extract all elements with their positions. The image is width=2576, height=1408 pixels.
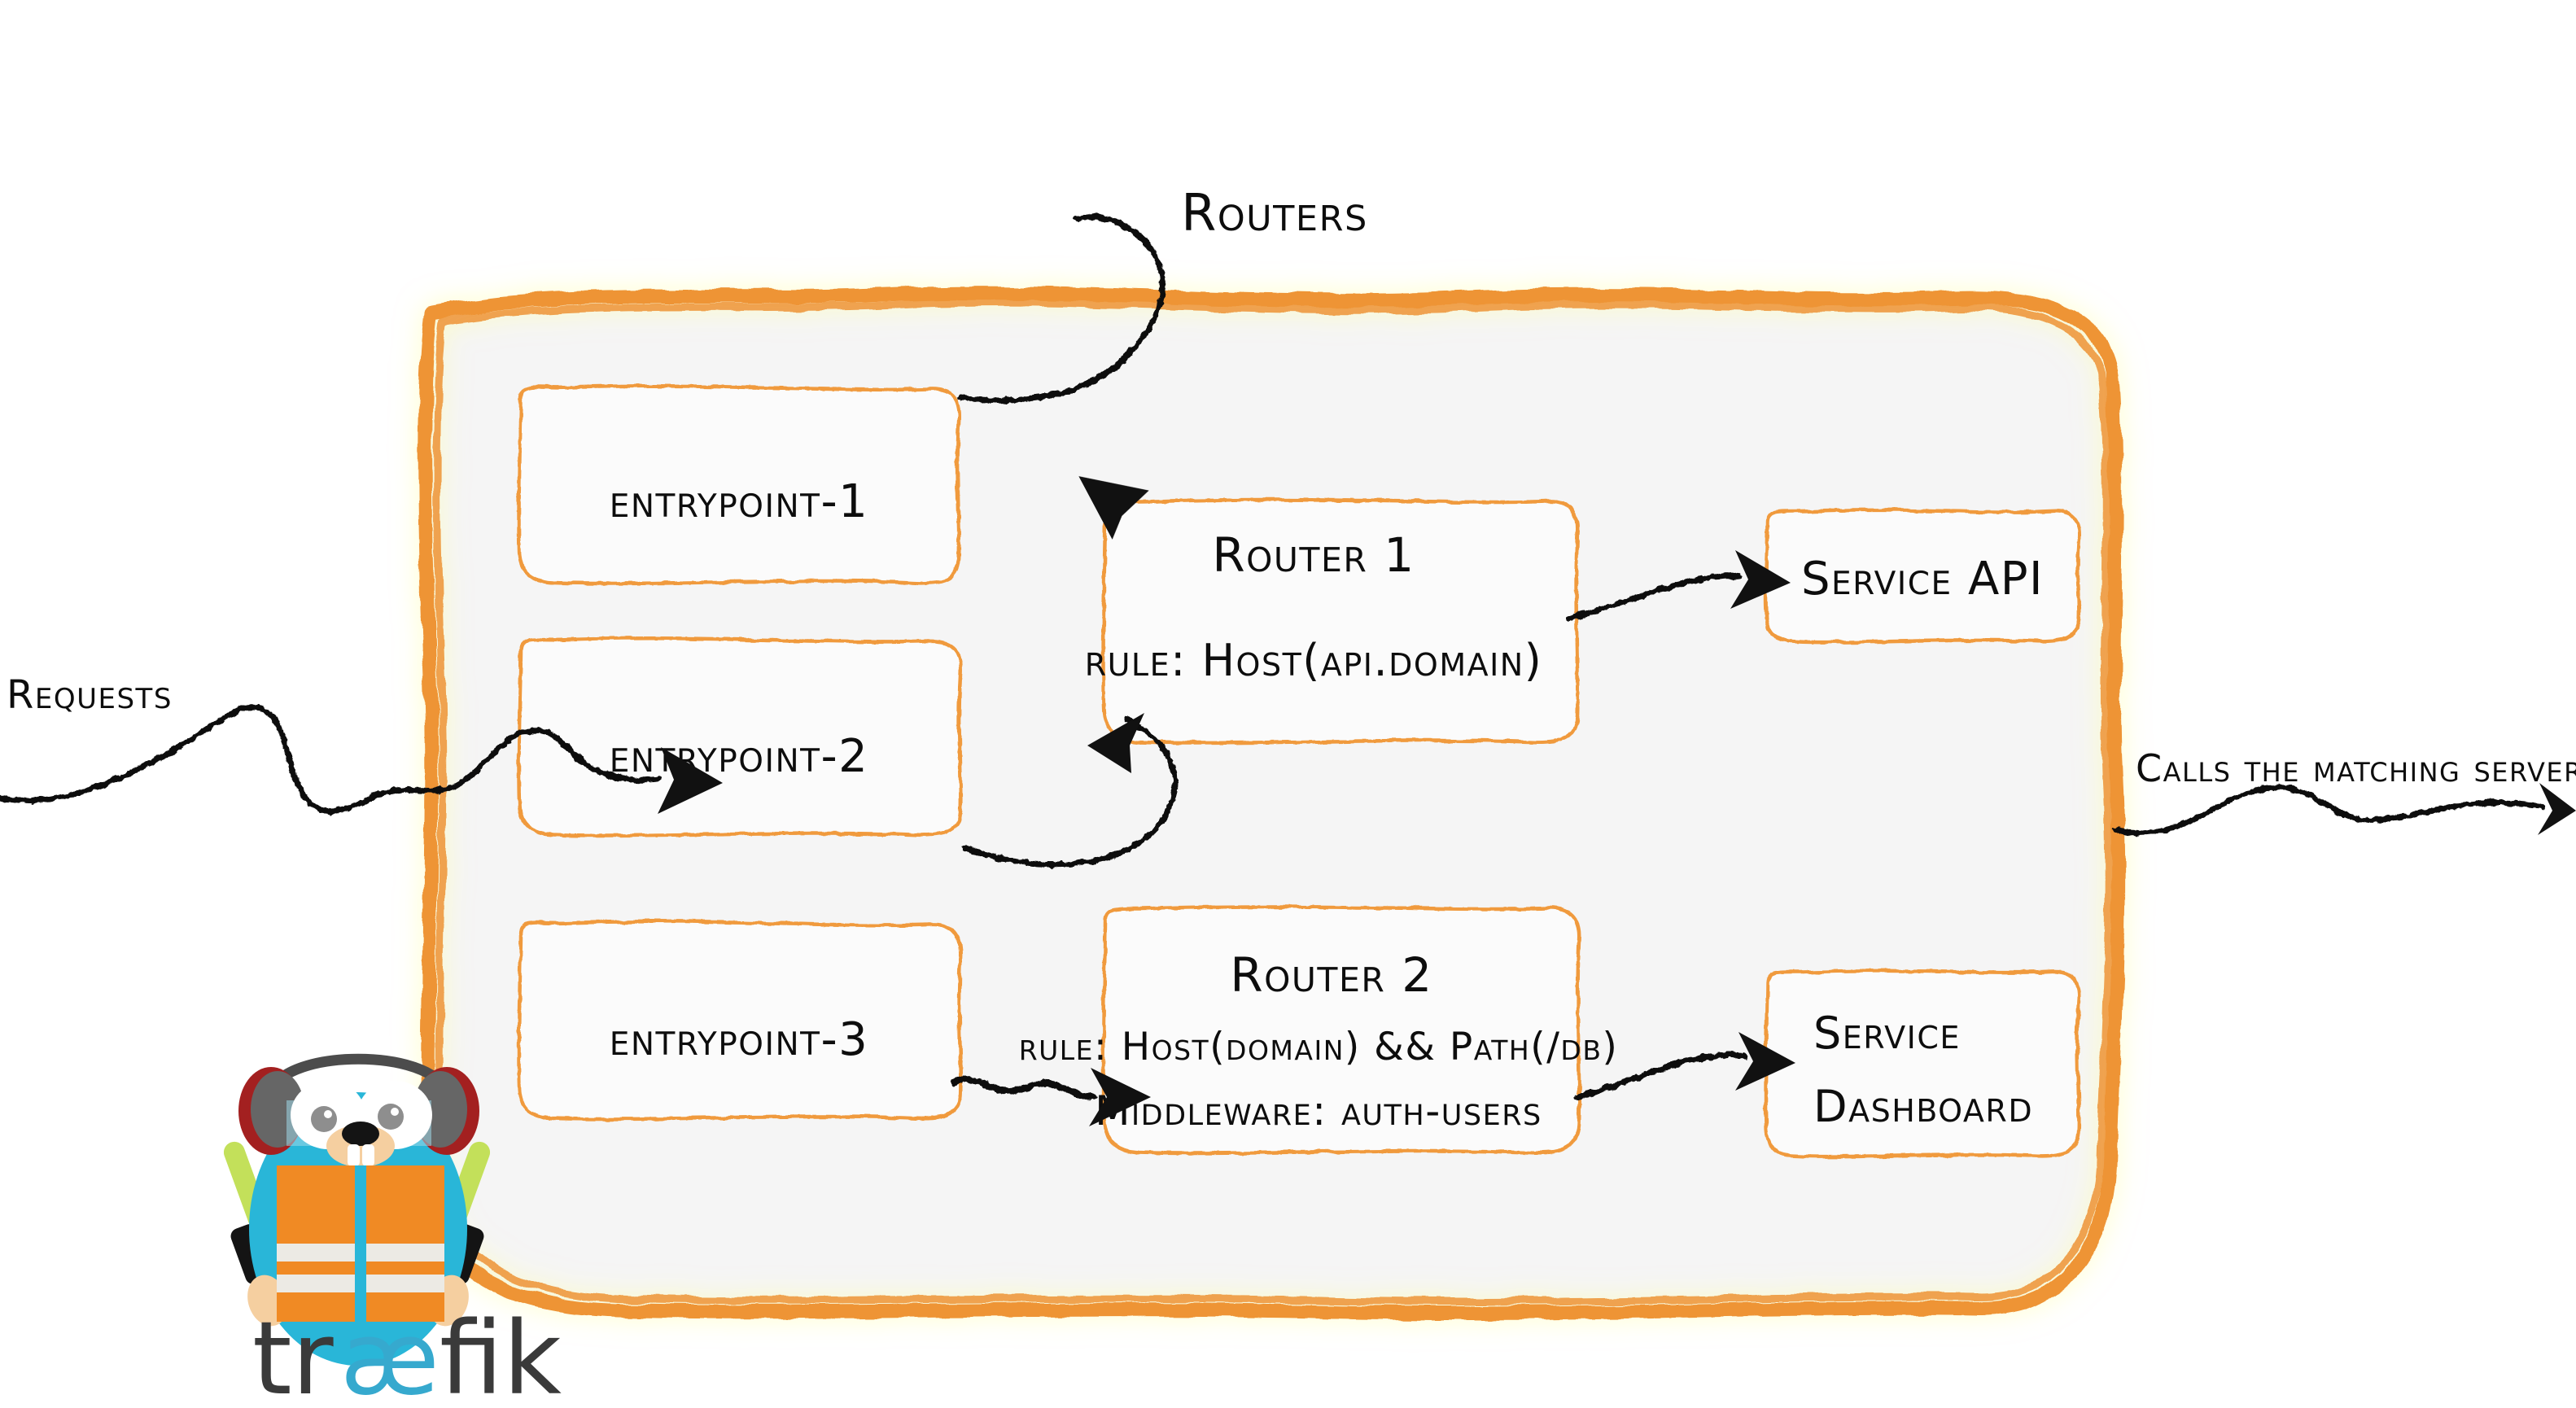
router-1-rule: rule: Host(api.domain)	[1085, 635, 1543, 686]
page-title: Routers	[1181, 183, 1368, 243]
router-2-name: Router 2	[1230, 947, 1432, 1003]
entrypoint-3-box[interactable]: entrypoint-3	[517, 920, 963, 1122]
entrypoint-2-label: entrypoint-2	[610, 730, 869, 783]
wordmark-post: fik	[440, 1301, 562, 1408]
service-dashboard-label-line1: Service	[1813, 1008, 1961, 1059]
entrypoint3-to-router2-path	[951, 1075, 1097, 1100]
traefik-wordmark: tr æ fik	[252, 1301, 562, 1408]
router-2-box[interactable]: Router 2 rule: Host(domain) && Path(/db)…	[1019, 904, 1619, 1156]
service-api-label: Service API	[1801, 553, 2044, 606]
router2-to-servicedashboard-path	[1574, 1052, 1748, 1100]
calls-arrow-path	[2113, 784, 2548, 836]
entrypoint-3-label: entrypoint-3	[610, 1013, 869, 1066]
service-dashboard-box[interactable]: Service Dashboard	[1764, 969, 2081, 1159]
gopher-tooth-right	[362, 1144, 374, 1166]
service-dashboard-label-line2: Dashboard	[1813, 1081, 2033, 1132]
gopher-nose	[342, 1122, 379, 1146]
arrowheads	[658, 476, 2576, 1126]
router-2-rule: rule: Host(domain) && Path(/db)	[1019, 1025, 1619, 1069]
requests-label: Requests	[7, 672, 173, 718]
requests-arrowhead	[658, 747, 723, 814]
gopher-mascot-icon	[223, 1053, 491, 1366]
entrypoint2-to-router1-arrowhead	[1087, 713, 1144, 773]
entrypoint2-to-router1-path	[962, 716, 1178, 868]
gopher-tooth-left	[348, 1144, 360, 1166]
entrypoint-2-box[interactable]: entrypoint-2	[517, 636, 963, 838]
router-2-middleware: Middleware: auth-users	[1095, 1087, 1542, 1135]
router-1-box[interactable]: Router 1 rule: Host(api.domain)	[1085, 497, 1580, 746]
router1-to-serviceapi-path	[1566, 573, 1743, 622]
service-api-box[interactable]: Service API	[1764, 508, 2081, 645]
wordmark-ae: æ	[340, 1301, 440, 1408]
entrypoint1-to-router1-arrowhead	[1078, 476, 1149, 540]
entrypoint-1-label: entrypoint-1	[610, 475, 869, 528]
entrypoint3-to-router2-arrowhead	[1089, 1068, 1151, 1126]
calls-matching-server-label: Calls the matching server	[2136, 746, 2576, 790]
router2-to-servicedashboard-arrowhead	[1735, 1032, 1795, 1091]
router-1-name: Router 1	[1212, 527, 1415, 583]
wordmark-pre: tr	[252, 1301, 334, 1408]
requests-arrow-path	[0, 704, 663, 814]
entrypoint-1-box[interactable]: entrypoint-1	[517, 384, 961, 586]
calls-arrowhead	[2538, 783, 2576, 835]
gopher-safety-vest	[277, 1165, 444, 1322]
router1-to-serviceapi-arrowhead	[1730, 550, 1791, 609]
entrypoint1-to-router1-path	[957, 214, 1166, 404]
